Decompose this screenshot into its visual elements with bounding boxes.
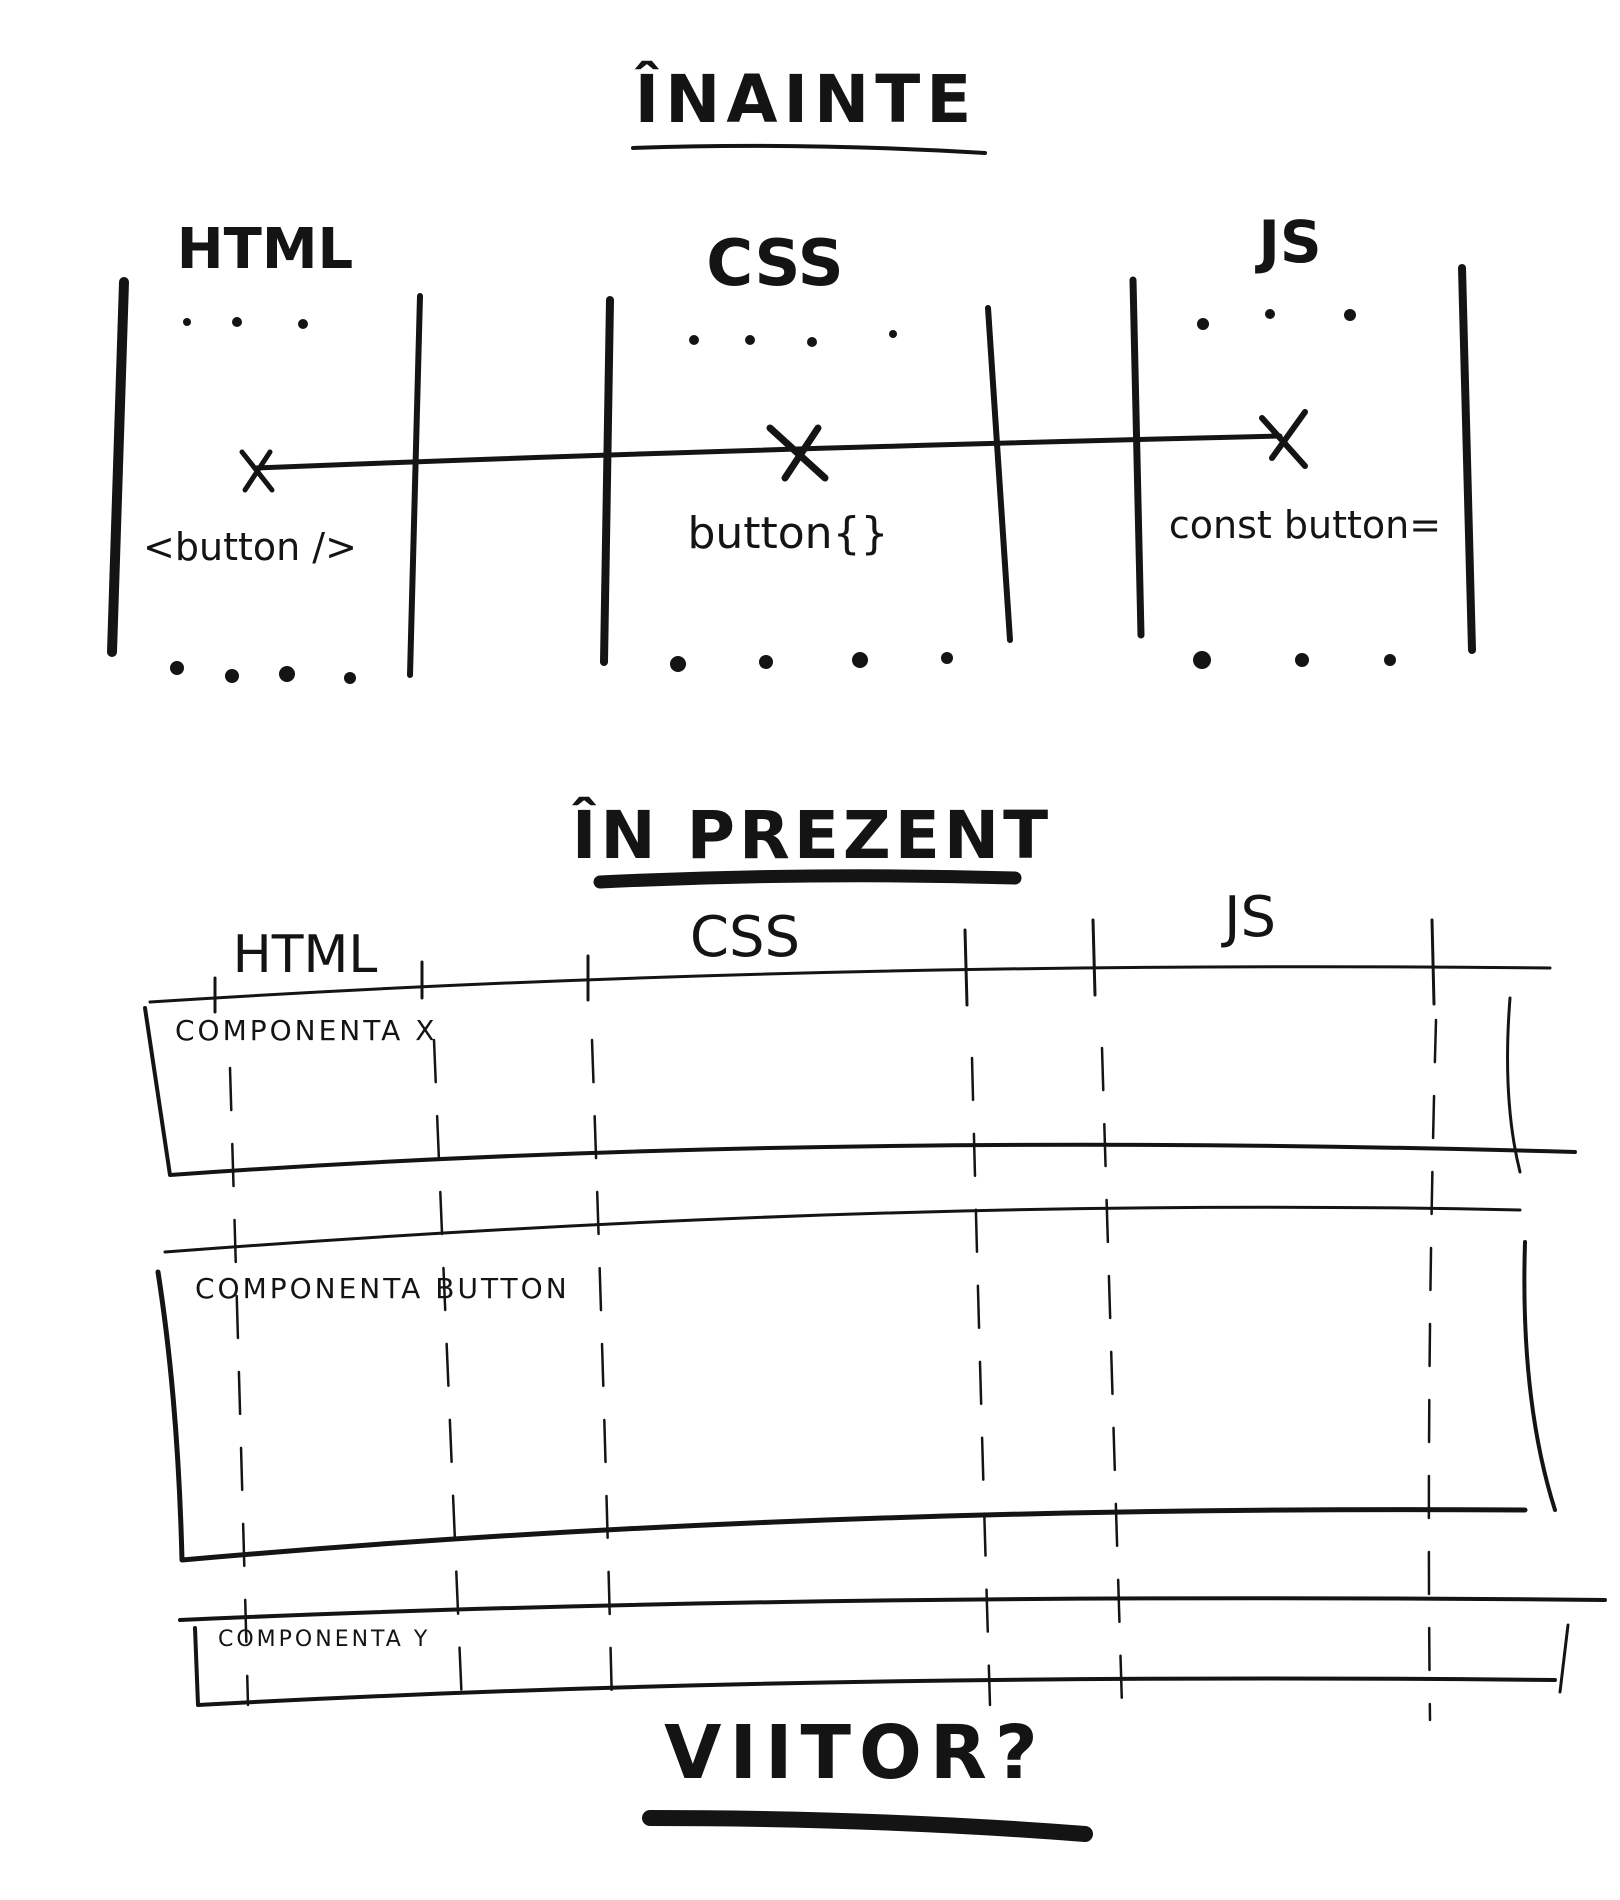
before-html-left-border bbox=[107, 277, 129, 657]
present-column-separators bbox=[228, 1018, 1438, 1722]
before-header-html: HTML bbox=[177, 217, 353, 282]
before-code-js: const button= bbox=[1169, 503, 1441, 547]
before-header-js: JS bbox=[1254, 208, 1321, 276]
before-x-mark-html bbox=[239, 449, 275, 493]
title-future: VIITOR? bbox=[664, 1710, 1046, 1796]
section-before: ÎNAINTE HTML CSS JS <button /> bbox=[107, 60, 1476, 684]
present-header-js: JS bbox=[1221, 885, 1276, 950]
component-row-x: COMPONENTA X bbox=[143, 996, 1577, 1177]
section-future: VIITOR? bbox=[642, 1710, 1093, 1842]
component-button-label: COMPONENTA BUTTON bbox=[195, 1272, 570, 1305]
component-row-button: COMPONENTA BUTTON bbox=[155, 1205, 1557, 1563]
title-present: ÎN PREZENT bbox=[572, 796, 1052, 874]
component-y-top-line bbox=[178, 1596, 1607, 1622]
present-header-line bbox=[148, 965, 1552, 1004]
before-code-css: button{} bbox=[687, 508, 888, 559]
section-present: ÎN PREZENT HTML CSS JS COMPONENTA X COMP… bbox=[143, 796, 1607, 1722]
present-header-tick-marks bbox=[213, 918, 1436, 1014]
before-bottom-dots bbox=[170, 651, 1396, 684]
title-before-underline bbox=[631, 143, 987, 155]
component-x-right-edge bbox=[1506, 996, 1522, 1174]
before-js-right-border bbox=[1458, 264, 1476, 654]
title-future-underline bbox=[642, 1810, 1093, 1842]
component-x-label: COMPONENTA X bbox=[175, 1014, 437, 1047]
present-header-css: CSS bbox=[690, 905, 800, 970]
before-header-css: CSS bbox=[706, 227, 843, 301]
component-button-right-edge bbox=[1522, 1240, 1557, 1512]
before-x-mark-css bbox=[766, 424, 829, 482]
component-y-label: COMPONENTA Y bbox=[218, 1627, 430, 1652]
component-button-box bbox=[155, 1269, 1528, 1563]
title-present-underline bbox=[593, 869, 1022, 889]
before-connection-line bbox=[253, 433, 1283, 471]
before-code-html: <button /> bbox=[143, 525, 357, 569]
component-button-top-line bbox=[163, 1205, 1522, 1254]
before-js-left-border bbox=[1129, 276, 1145, 639]
component-row-y: COMPONENTA Y bbox=[178, 1596, 1607, 1707]
title-before: ÎNAINTE bbox=[635, 60, 978, 138]
before-html-right-border bbox=[407, 293, 423, 678]
before-top-dots bbox=[183, 309, 1356, 347]
component-y-right-edge bbox=[1558, 1623, 1570, 1694]
before-css-left-border bbox=[600, 296, 614, 666]
before-x-mark-js bbox=[1259, 409, 1308, 469]
present-header-html: HTML bbox=[233, 925, 378, 985]
component-y-box bbox=[193, 1626, 1557, 1707]
component-x-box bbox=[143, 1006, 1577, 1177]
before-css-right-border bbox=[985, 305, 1013, 643]
